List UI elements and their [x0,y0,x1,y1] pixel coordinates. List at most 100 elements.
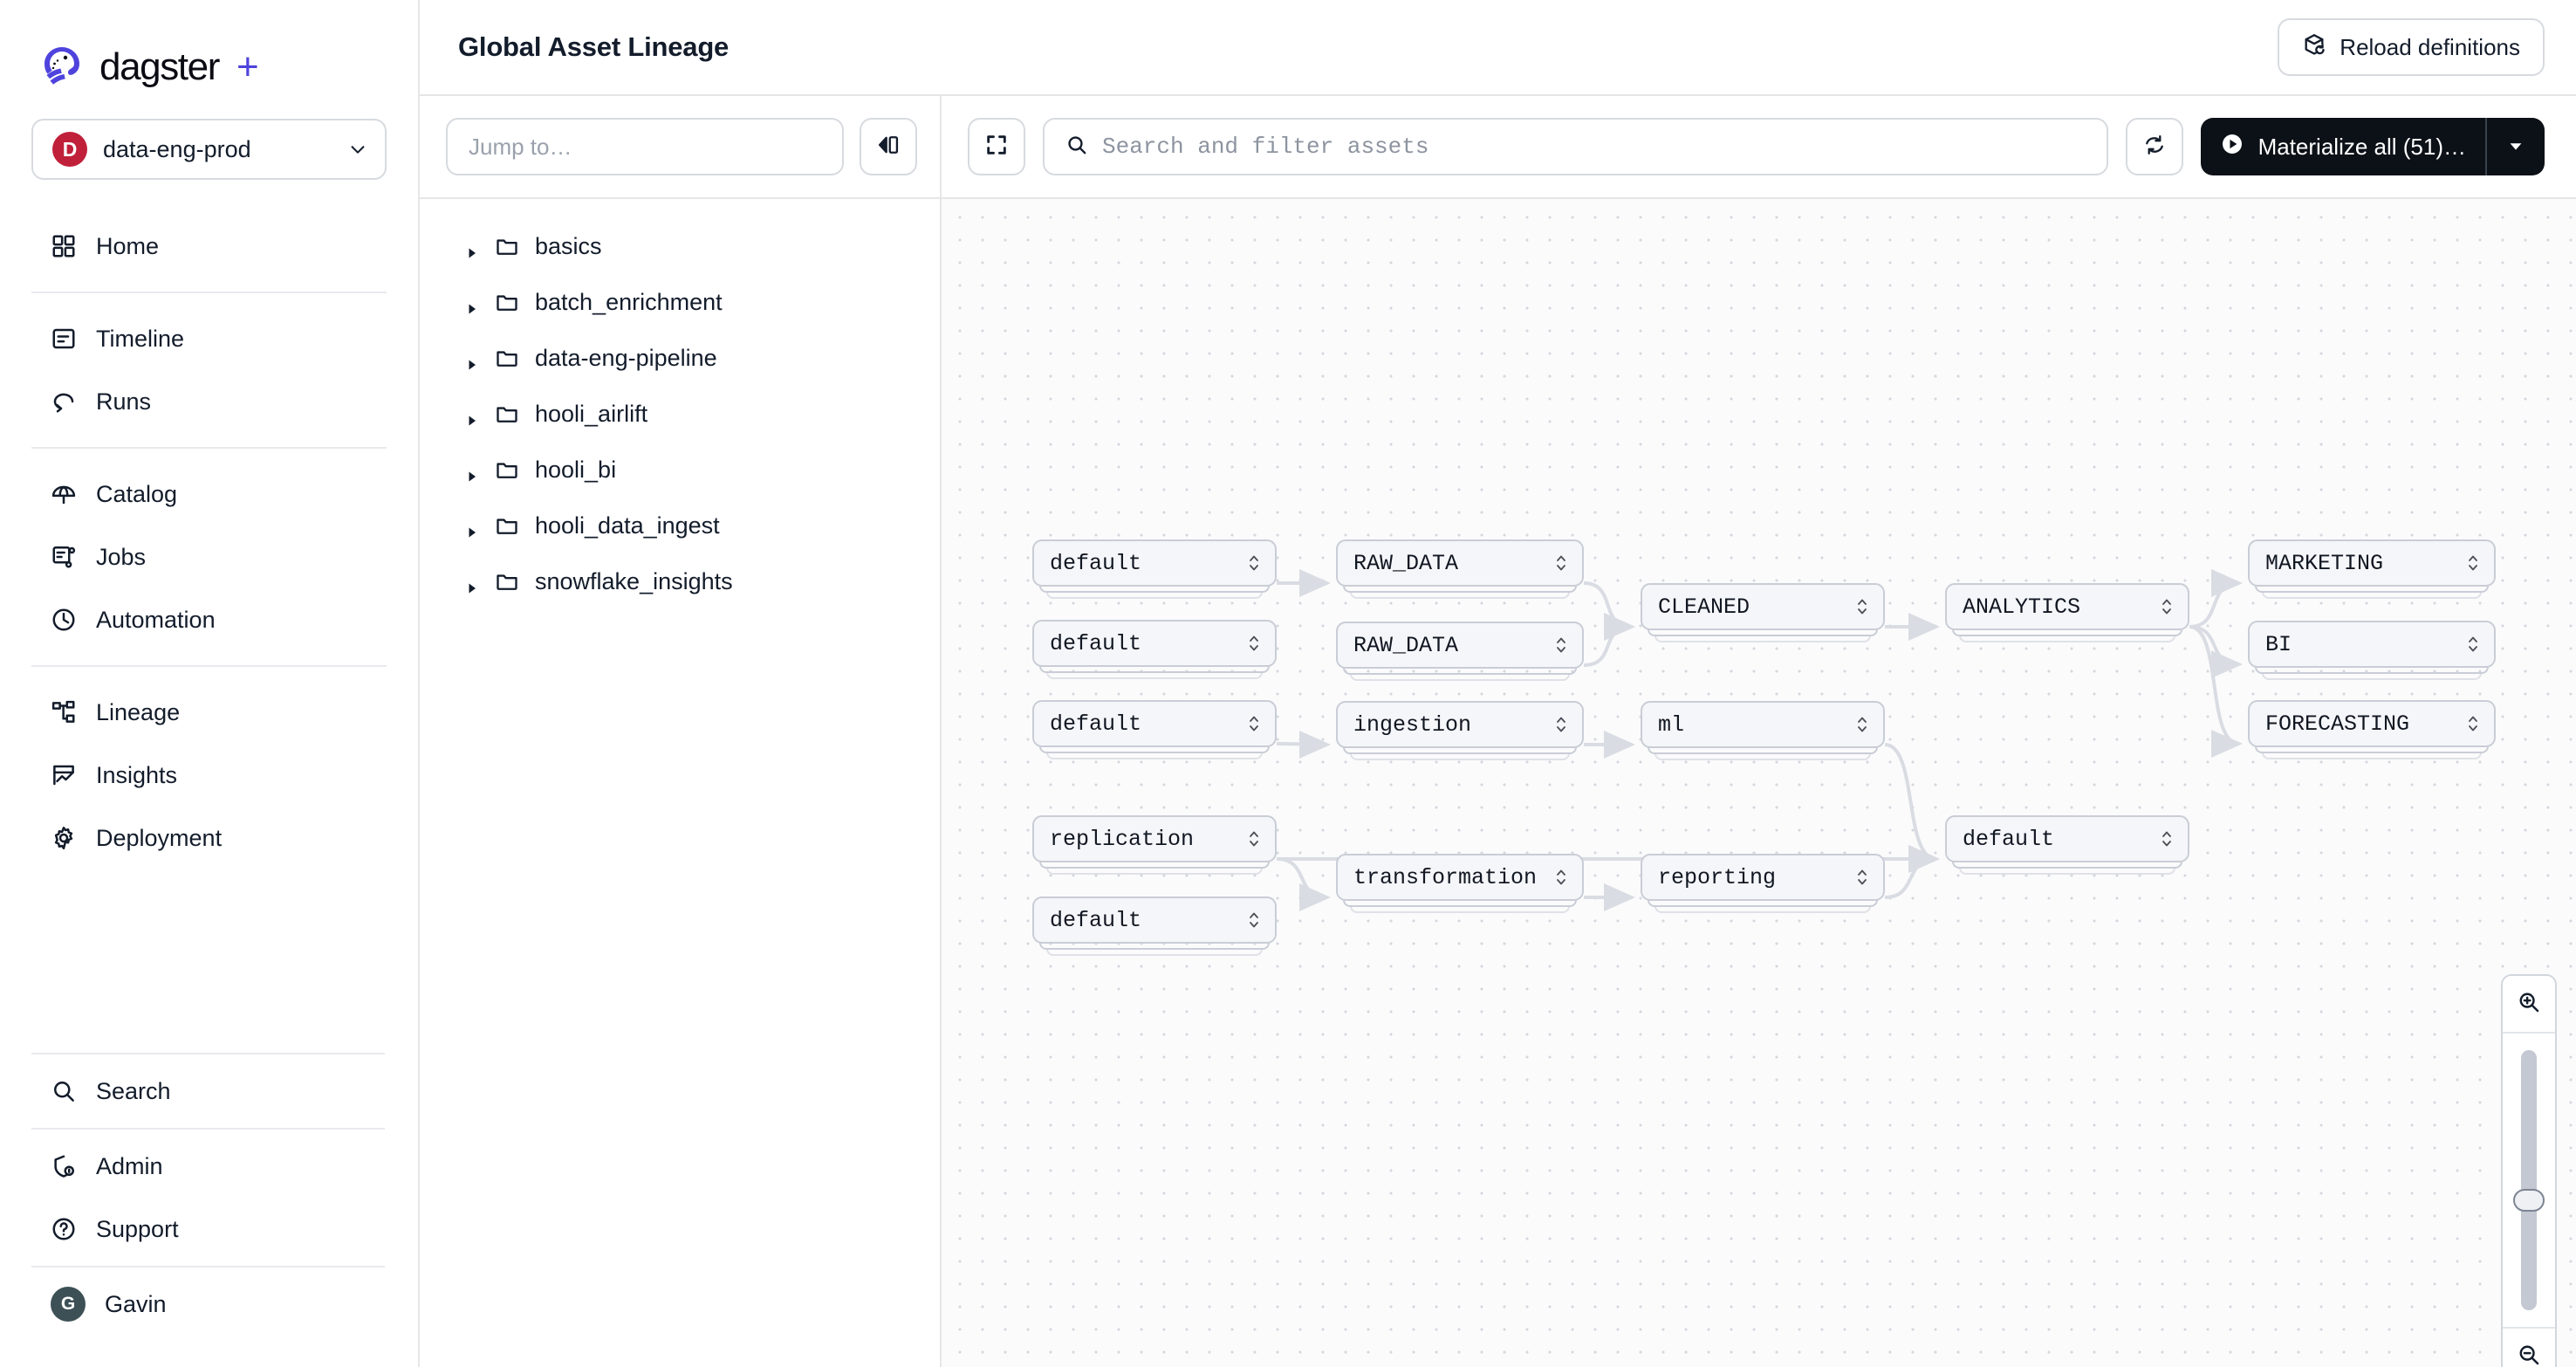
jump-to-input[interactable] [446,118,844,175]
sidebar-item-label: Timeline [96,326,184,353]
zoom-in-icon [2517,990,2541,1019]
materialize-all-label: Materialize all (51)… [2258,134,2466,161]
expand-collapse-caret-icon[interactable] [1554,552,1568,574]
tree-item-label: hooli_data_ingest [535,512,720,539]
sidebar: dagster + D data-eng-prod Home [0,0,420,1367]
triangle-right-icon[interactable] [465,239,479,253]
expand-collapse-caret-icon[interactable] [1855,595,1869,618]
lineage-node[interactable]: default [1032,896,1277,944]
sidebar-item-insights[interactable]: Insights [0,744,418,807]
lineage-node[interactable]: transformation [1336,854,1584,901]
expand-collapse-caret-icon[interactable] [2160,595,2174,618]
tree-item-hooli-bi[interactable]: hooli_bi [420,442,940,498]
nav-divider [31,1266,385,1267]
catalog-icon [51,481,77,507]
search-input[interactable] [1102,134,2086,160]
expand-collapse-caret-icon[interactable] [1554,713,1568,736]
dagster-whale-logo [38,44,86,91]
fullscreen-button[interactable] [968,118,1025,175]
org-name: data-eng-prod [103,136,332,163]
lineage-node-stack [1350,591,1570,599]
lineage-node[interactable]: default [1945,815,2189,862]
lineage-node-stack [1046,752,1263,759]
triangle-right-icon[interactable] [465,519,479,532]
triangle-right-icon[interactable] [465,574,479,588]
org-selector[interactable]: D data-eng-prod [31,119,387,180]
sidebar-item-support[interactable]: Support [0,1198,416,1261]
lineage-node[interactable]: ANALYTICS [1945,583,2189,630]
lineage-node-stack [1655,905,1871,913]
sidebar-item-label: Support [96,1216,179,1243]
expand-collapse-caret-icon[interactable] [1247,552,1261,574]
sidebar-item-home[interactable]: Home [0,215,418,278]
expand-collapse-caret-icon[interactable] [1247,909,1261,931]
zoom-out-button[interactable] [2501,1329,2557,1367]
triangle-right-icon[interactable] [465,407,479,421]
tree-item-hooli-airlift[interactable]: hooli_airlift [420,386,940,442]
lineage-node[interactable]: MARKETING [2248,539,2496,587]
lineage-node-label: default [1050,631,1247,656]
zoom-in-button[interactable] [2501,976,2557,1032]
asset-search-box[interactable] [1043,118,2108,175]
zoom-slider-handle[interactable] [2513,1189,2545,1212]
lineage-node[interactable]: CLEANED [1641,583,1885,630]
tree-item-batch-enrichment[interactable]: batch_enrichment [420,274,940,330]
sidebar-item-label: Lineage [96,699,180,726]
collapse-left-panel-button[interactable] [860,118,917,175]
lineage-edge [1885,859,1936,897]
refresh-button[interactable] [2126,118,2183,175]
lineage-node[interactable]: replication [1032,815,1277,862]
lineage-node[interactable]: RAW_DATA [1336,622,1584,669]
lineage-node[interactable]: BI [2248,621,2496,668]
tree-item-basics[interactable]: basics [420,218,940,274]
sidebar-item-automation[interactable]: Automation [0,588,418,651]
lineage-node[interactable]: ml [1641,701,1885,748]
sidebar-item-timeline[interactable]: Timeline [0,307,418,370]
expand-collapse-caret-icon[interactable] [1247,712,1261,735]
lineage-node[interactable]: default [1032,539,1277,587]
tree-item-hooli-data-ingest[interactable]: hooli_data_ingest [420,498,940,553]
expand-collapse-caret-icon[interactable] [1247,632,1261,655]
lineage-node[interactable]: FORECASTING [2248,700,2496,747]
sidebar-item-runs[interactable]: Runs [0,370,418,433]
lineage-node[interactable]: RAW_DATA [1336,539,1584,587]
expand-collapse-caret-icon[interactable] [2466,712,2480,735]
zoom-slider[interactable] [2501,1034,2557,1327]
expand-collapse-caret-icon[interactable] [1247,828,1261,850]
brand[interactable]: dagster + [0,0,418,96]
materialize-dropdown-button[interactable] [2487,118,2545,175]
triangle-right-icon[interactable] [465,463,479,477]
materialize-all-button[interactable]: Materialize all (51)… [2201,118,2485,175]
sidebar-nav: Home Timeline Runs [0,206,418,878]
triangle-right-icon[interactable] [465,351,479,365]
tree-item-snowflake-insights[interactable]: snowflake_insights [420,553,940,609]
sidebar-item-deployment[interactable]: Deployment [0,807,418,869]
lineage-node[interactable]: reporting [1641,854,1885,901]
lineage-edge [2189,627,2239,664]
sidebar-item-admin[interactable]: Admin [0,1135,416,1198]
sidebar-item-lineage[interactable]: Lineage [0,681,418,744]
lineage-node-stack [1655,752,1871,760]
lineage-canvas[interactable]: defaultdefaultdefaultreplicationdefaultR… [942,199,2576,1367]
folder-icon [495,457,519,482]
lineage-node[interactable]: default [1032,620,1277,667]
lineage-node[interactable]: default [1032,700,1277,747]
expand-collapse-caret-icon[interactable] [1855,713,1869,736]
search-icon [51,1078,77,1104]
tree-item-label: basics [535,233,602,260]
sidebar-item-catalog[interactable]: Catalog [0,463,418,526]
lineage-node[interactable]: ingestion [1336,701,1584,748]
expand-collapse-caret-icon[interactable] [1554,866,1568,889]
expand-collapse-caret-icon[interactable] [2466,552,2480,574]
sidebar-item-jobs[interactable]: Jobs [0,526,418,588]
expand-collapse-caret-icon[interactable] [1554,634,1568,656]
tree-item-data-eng-pipeline[interactable]: data-eng-pipeline [420,330,940,386]
expand-collapse-caret-icon[interactable] [2466,633,2480,656]
triangle-right-icon[interactable] [465,295,479,309]
expand-collapse-caret-icon[interactable] [2160,828,2174,850]
expand-collapse-caret-icon[interactable] [1855,866,1869,889]
sidebar-item-search[interactable]: Search [0,1060,416,1123]
reload-definitions-button[interactable]: Reload definitions [2278,18,2545,76]
chevron-down-icon [348,140,367,159]
sidebar-item-user[interactable]: G Gavin [0,1273,416,1336]
